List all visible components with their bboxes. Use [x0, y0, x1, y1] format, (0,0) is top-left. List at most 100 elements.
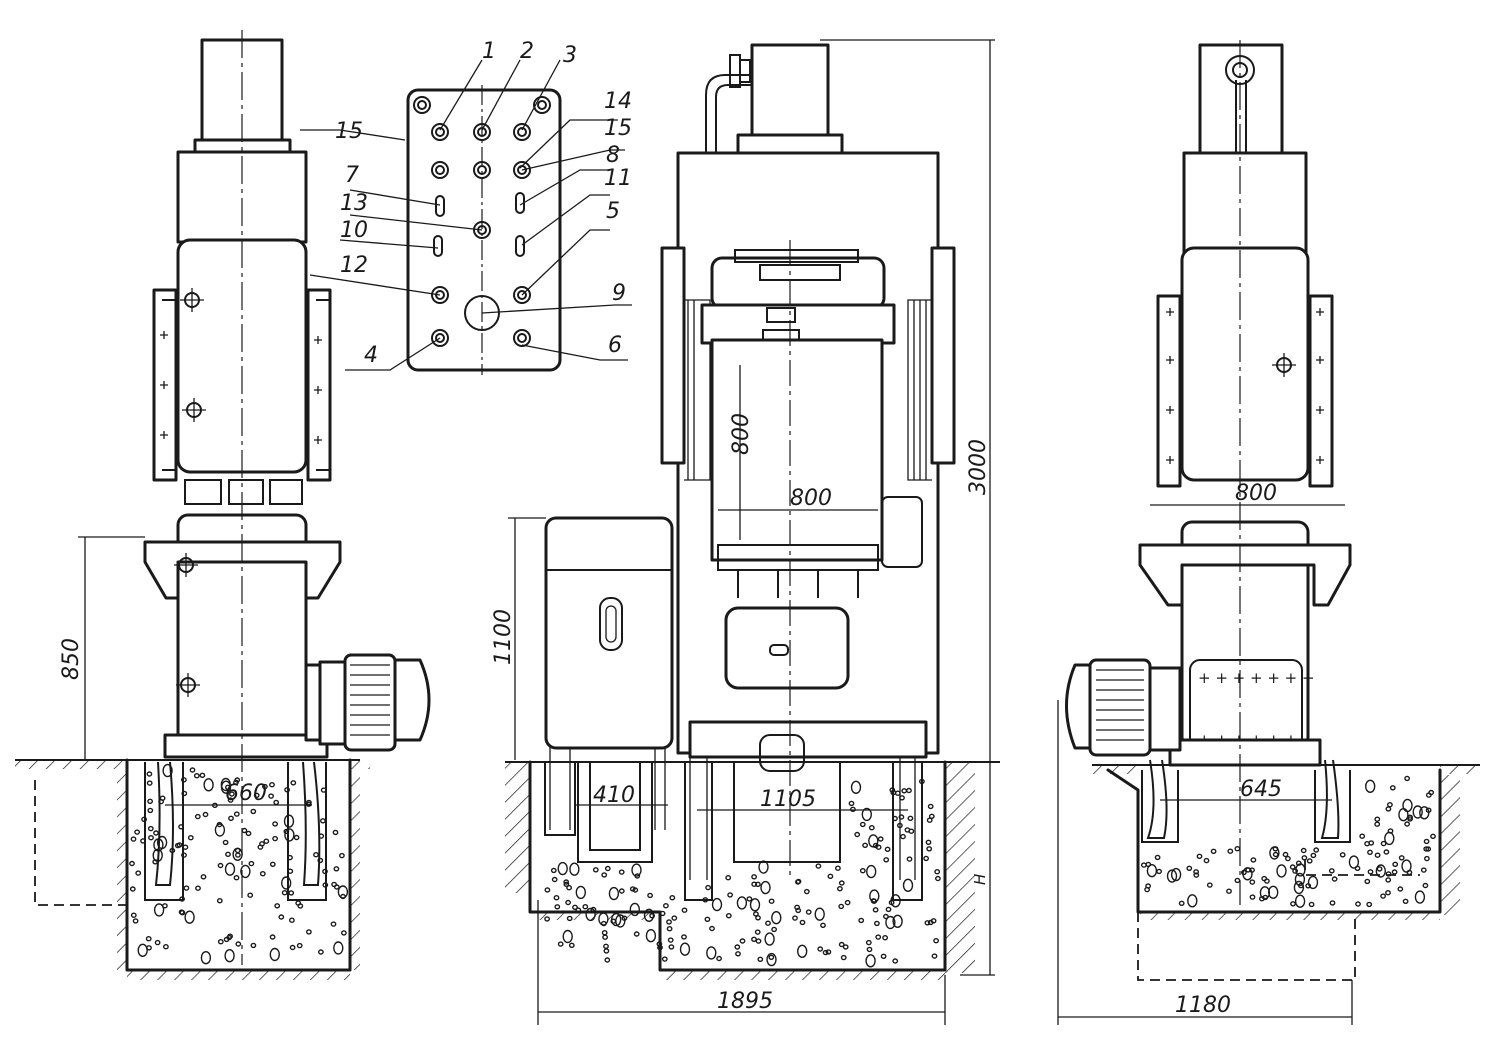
concrete-dot	[1339, 852, 1346, 858]
dim-right-base: 645	[1240, 777, 1282, 802]
concrete-texture	[129, 763, 349, 965]
callout-12: 12	[340, 253, 368, 278]
concrete-dot	[202, 811, 209, 818]
concrete-dot	[284, 787, 290, 793]
right-side-view: 645 1180 + + + + + + + + + + + + + + 800	[1057, 40, 1480, 1025]
concrete-dot	[865, 954, 876, 968]
concrete-dot	[924, 920, 931, 926]
dim-left-base: 660	[225, 781, 267, 806]
concrete-dot	[582, 904, 589, 910]
concrete-dot	[283, 814, 295, 828]
concrete-dot	[1430, 833, 1436, 839]
concrete-dot	[1402, 798, 1413, 813]
concrete-dot	[838, 903, 845, 910]
concrete-dot	[1366, 901, 1373, 908]
concrete-dot	[1300, 847, 1307, 854]
concrete-dot	[883, 857, 890, 863]
dim-front-cabinet: 1100	[491, 609, 516, 665]
concrete-dot	[1206, 882, 1213, 888]
concrete-dot	[146, 771, 153, 777]
concrete-dot	[1383, 849, 1390, 855]
concrete-dot	[272, 821, 278, 827]
concrete-dot	[1227, 848, 1234, 854]
concrete-dot	[827, 873, 834, 879]
concrete-dot	[153, 903, 165, 917]
concrete-dot	[553, 895, 560, 901]
concrete-dot	[901, 788, 908, 794]
concrete-dot	[858, 917, 865, 924]
panel-button	[413, 96, 431, 114]
concrete-dot	[927, 803, 934, 810]
concrete-dot	[557, 861, 568, 876]
panel-button	[431, 161, 449, 179]
concrete-dot	[1146, 864, 1158, 878]
concrete-dot	[232, 847, 243, 861]
concrete-dot	[709, 925, 715, 932]
concrete-dot	[340, 930, 347, 936]
concrete-dot	[134, 829, 141, 835]
concrete-dot	[1154, 854, 1161, 861]
panel-button	[537, 100, 547, 110]
concrete-dot	[897, 822, 903, 829]
dim-front-base: 1105	[760, 787, 816, 812]
concrete-dot	[340, 893, 346, 900]
concrete-dot	[822, 949, 829, 956]
concrete-dot	[608, 886, 620, 901]
concrete-dot	[666, 919, 672, 925]
concrete-dot	[217, 862, 224, 869]
concrete-dot	[1250, 857, 1257, 863]
concrete-dot	[885, 906, 892, 913]
callout-7: 7	[345, 163, 359, 188]
concrete-dot	[1292, 868, 1299, 874]
concrete-dot	[751, 936, 757, 942]
concrete-dot	[1423, 846, 1430, 852]
concrete-dot	[225, 851, 231, 857]
concrete-dot	[1210, 848, 1217, 854]
concrete-dot	[195, 885, 201, 891]
panel-toggle-switch	[433, 235, 443, 257]
panel-button	[435, 165, 445, 175]
concrete-dot	[551, 876, 558, 883]
dim-front-pit: 410	[593, 783, 635, 808]
concrete-dot	[603, 948, 610, 954]
concrete-dot	[727, 892, 733, 898]
concrete-dot	[1392, 861, 1399, 867]
concrete-dot	[287, 854, 293, 861]
callout-15-right: 15	[604, 116, 632, 141]
concrete-dot	[317, 857, 324, 864]
concrete-dot	[140, 838, 146, 844]
concrete-dot	[1364, 841, 1371, 847]
concrete-dot	[1306, 858, 1313, 864]
concrete-dot	[757, 956, 764, 962]
concrete-dot	[1407, 816, 1414, 822]
panel-button	[435, 127, 445, 137]
concrete-dot	[1145, 861, 1152, 868]
concrete-dot	[147, 825, 154, 832]
concrete-dot	[575, 885, 586, 900]
concrete-dot	[1414, 890, 1426, 904]
concrete-dot	[1249, 894, 1256, 900]
concrete-dot	[194, 813, 201, 820]
panel-button	[513, 123, 531, 141]
concrete-dot	[702, 897, 709, 903]
concrete-dot	[866, 864, 877, 879]
callout-9: 9	[612, 281, 626, 306]
concrete-dot	[317, 949, 324, 955]
concrete-dot	[862, 842, 868, 848]
concrete-dot	[885, 915, 896, 930]
concrete-dot	[633, 931, 640, 937]
concrete-dot	[227, 797, 234, 803]
concrete-dot	[603, 943, 609, 949]
concrete-dot	[1367, 869, 1374, 875]
concrete-dot	[859, 821, 866, 828]
concrete-dot	[332, 829, 339, 836]
concrete-dot	[764, 932, 775, 946]
concrete-dot	[284, 828, 295, 842]
concrete-dot	[795, 879, 801, 885]
concrete-dot	[755, 938, 762, 944]
dim-front-inner: 800	[790, 486, 832, 511]
concrete-dot	[240, 864, 251, 879]
concrete-dot	[908, 828, 915, 834]
concrete-dot	[216, 898, 223, 904]
